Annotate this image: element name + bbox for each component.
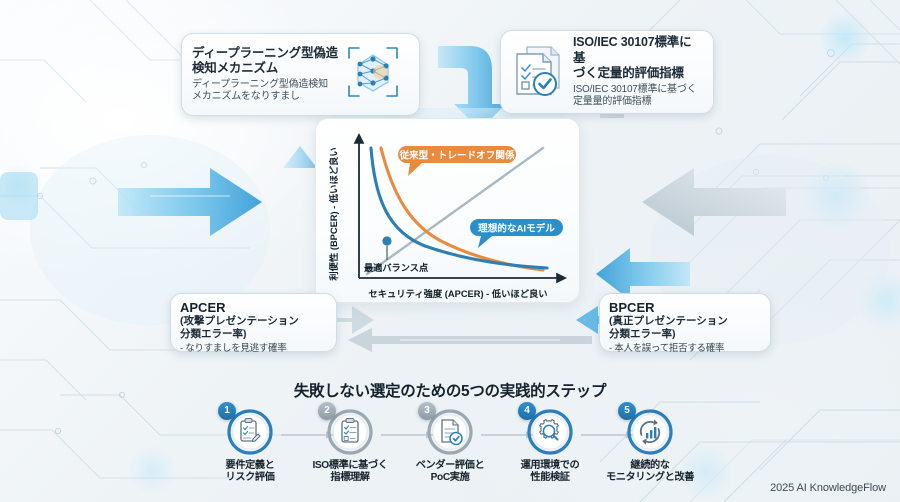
step-3[interactable]: 3 ベンダー評価と PoC実施 (402, 402, 498, 485)
steps-heading: 失敗しない選定のための5つの実践的ステップ (293, 383, 607, 400)
step-5-label-line1: 継続的な (630, 460, 670, 471)
arrow-bottom-right-blue (596, 248, 690, 300)
watermark: 2025 AI KnowledgeFlow (770, 482, 886, 494)
chart-axes (353, 133, 567, 284)
step-1[interactable]: 1 要件定義と リスク評価 (202, 402, 298, 485)
step-5-label: 継続的な モニタリングと改善 (602, 460, 698, 485)
step-4-badge: 4 (518, 402, 536, 420)
callout-ideal: 理想的なAIモデル (470, 219, 563, 248)
chart-series-baseline (365, 146, 545, 276)
card-deep-learning-sub-line2: メカニズムをなりすまし (192, 91, 300, 103)
step-3-label-line2: PoC実施 (430, 472, 470, 484)
gear-magnifier-icon (538, 418, 560, 441)
step-1-badge: 1 (218, 402, 236, 420)
arrow-right-gray (642, 168, 786, 236)
step-3-label: ベンダー評価と PoC実施 (402, 460, 498, 485)
card-bpcer-paren-line2: 分類エラー率) (609, 328, 676, 341)
card-deep-learning[interactable]: ディープラーニング型偽造 検知メカニズム ディープラーニング型偽造検知 メカニズ… (181, 33, 420, 116)
neural-network-scan-icon (344, 44, 402, 105)
card-apcer[interactable]: APCER (攻撃プレゼンテーション 分類エラー率) - なりすましを見逃す確率 (170, 293, 337, 354)
card-iso-sub-line2: 定量量的評価指標 (573, 96, 652, 108)
card-bpcer-title: BPCER (609, 300, 655, 315)
step-1-label-line2: リスク評価 (225, 472, 275, 484)
step-5[interactable]: 5 継続的な モニタリングと改善 (602, 402, 698, 485)
clipboard-pencil-icon (240, 418, 261, 443)
document-check-icon (441, 419, 463, 446)
card-iso-title-line1: ISO/IEC 30107標準に基 (573, 35, 692, 65)
optimal-balance-point-label: 最適バランス点 (364, 262, 428, 273)
step-4-label-line2: 性能検証 (530, 472, 570, 484)
card-deep-learning-sub-line1: ディープラーニング型偽造検知 (192, 79, 328, 91)
step-2-label-line2: 指標理解 (330, 472, 370, 484)
step-5-badge: 5 (618, 402, 636, 420)
step-4-label: 運用環境での 性能検証 (502, 460, 598, 485)
step-5-ring: 5 (618, 402, 673, 455)
card-iso-sub-line1: ISO/IEC 30107標準に基づく (573, 84, 697, 96)
card-apcer-title: APCER (180, 300, 226, 315)
step-5-label-line2: モニタリングと改善 (605, 472, 695, 484)
card-deep-learning-title-line1: ディープラーニング型偽造 (192, 45, 338, 60)
step-1-label: 要件定義と リスク評価 (202, 460, 298, 485)
step-3-badge: 3 (418, 402, 436, 420)
step-3-label-line1: ベンダー評価と (415, 460, 485, 471)
step-2[interactable]: 2 ISO標準に基づく 指標理解 (302, 402, 398, 485)
card-apcer-paren-line2: 分類エラー率) (180, 328, 247, 341)
step-4-ring: 4 (518, 402, 573, 455)
step-2-ring: 2 (318, 402, 373, 455)
step-1-ring: 1 (218, 402, 273, 455)
arrow-apcer-connector (334, 306, 374, 334)
card-apcer-text: APCER (攻撃プレゼンテーション 分類エラー率) - なりすましを見逃す確率 (180, 300, 299, 354)
optimal-balance-point (382, 236, 392, 246)
card-iso-title-line2: づく定量的評価指標 (573, 65, 684, 80)
svg-text:従来型・トレードオフ関係: 従来型・トレードオフ関係 (398, 150, 515, 162)
step-2-badge: 2 (318, 402, 336, 420)
card-bpcer-text: BPCER (真正プレゼンテーション 分類エラー率) - 本人を誤って拒否する確… (609, 300, 728, 354)
card-apcer-paren-line1: (攻撃プレゼンテーション (180, 315, 299, 328)
tradeoff-chart: 最適バランス点 従来型・トレードオフ関係 理想的なAIモデル セキュリティ強度 … (328, 133, 567, 299)
chart-ylabel: 利便性 (BPCER) - 低いほど良い (328, 147, 339, 280)
card-bpcer[interactable]: BPCER (真正プレゼンテーション 分類エラー率) - 本人を誤って拒否する確… (599, 293, 771, 354)
step-1-label-line1: 要件定義と (225, 460, 275, 471)
step-4[interactable]: 4 運用環境での 性能検証 (502, 402, 598, 485)
cycle-chart-icon (639, 419, 661, 445)
card-iso-text: ISO/IEC 30107標準に基 づく定量的評価指標 ISO/IEC 3010… (573, 35, 703, 108)
arrow-left-blue (118, 168, 262, 236)
steps-row: 1 要件定義と リスク評価 (202, 402, 705, 498)
step-2-label: ISO標準に基づく 指標理解 (302, 460, 398, 485)
arrow-left-edge-glow (0, 172, 38, 220)
arrow-bottom-return-gray (348, 328, 592, 352)
card-apcer-note: - なりすましを見逃す確率 (180, 342, 287, 354)
svg-text:理想的なAIモデル: 理想的なAIモデル (478, 223, 555, 235)
step-3-ring: 3 (418, 402, 473, 455)
card-iso-standard[interactable]: ISO/IEC 30107標準に基 づく定量的評価指標 ISO/IEC 3010… (500, 30, 714, 114)
chart-xlabel: セキュリティ強度 (APCER) - 低いほど良い (368, 288, 547, 299)
checklist-document-icon (511, 42, 565, 103)
card-deep-learning-text: ディープラーニング型偽造 検知メカニズム ディープラーニング型偽造検知 メカニズ… (192, 46, 338, 104)
callout-conventional: 従来型・トレードオフ関係 (398, 146, 516, 176)
clipboard-checklist-icon (341, 418, 359, 443)
card-bpcer-paren-line1: (真正プレゼンテーション (609, 315, 728, 328)
step-2-label-line1: ISO標準に基づく (312, 460, 388, 471)
chart-series-ideal (369, 146, 549, 270)
card-bpcer-note: - 本人を誤って拒否する確率 (609, 342, 725, 354)
arrow-bpcer-connector-blue (576, 306, 612, 334)
card-deep-learning-title-line2: 検知メカニズム (192, 60, 279, 75)
step-4-label-line1: 運用環境での (520, 460, 580, 471)
